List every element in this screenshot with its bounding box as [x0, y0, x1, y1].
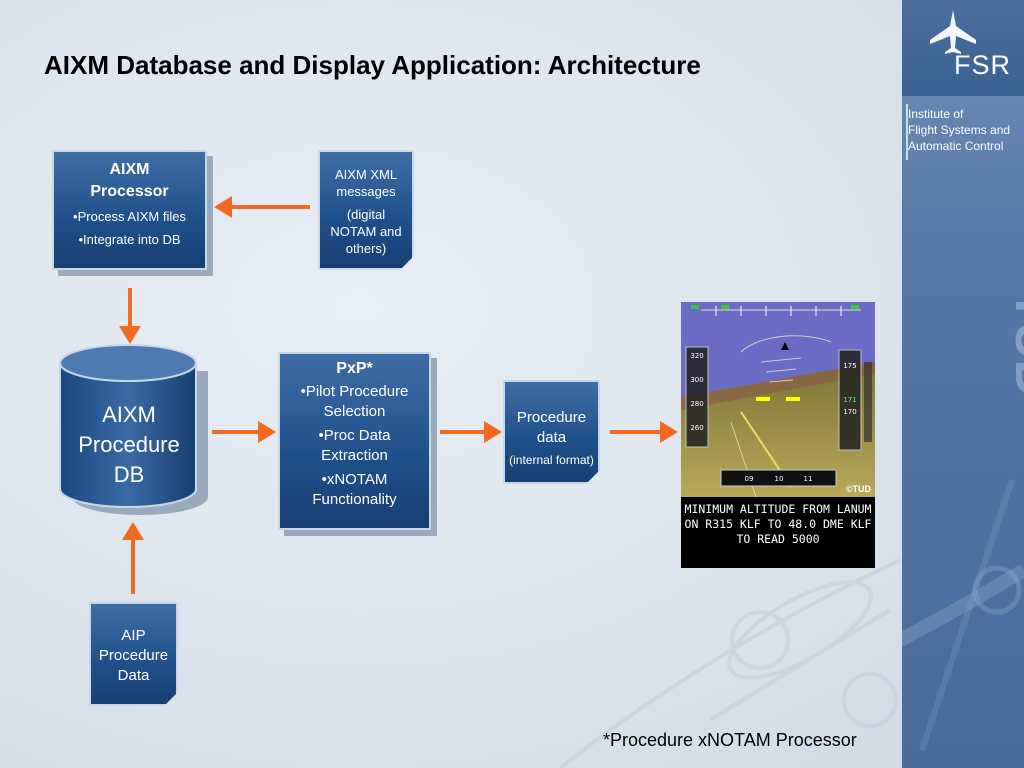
procedure-data-label: Procedure data: [516, 409, 587, 446]
airplane-watermark-icon: [902, 479, 1024, 751]
heading-tick: 11: [804, 475, 813, 483]
heading-tick: 09: [745, 475, 754, 483]
alt-tick: 171: [843, 396, 856, 404]
primary-flight-display: 320 300 280 260 175 171 170 09 10 11 ©TU…: [681, 302, 875, 497]
xml-messages-label: AIXM XML messages: [334, 167, 398, 199]
procedure-data-note: Procedure data (internal format): [503, 380, 600, 484]
procedure-db-cylinder: [59, 344, 208, 515]
page-fold: [164, 692, 178, 706]
airplane-logo-icon: [930, 10, 976, 54]
aixm-processor-title: AIXM Processor: [90, 161, 169, 200]
logo-divider: [906, 104, 908, 160]
procedure-db-label: AIXM Procedure DB: [78, 402, 180, 487]
tud-watermark: TUD: [966, 290, 1024, 420]
arrow-db-to-pxp: [212, 421, 276, 443]
heading-tick: 10: [775, 475, 784, 483]
pxp-bullet: •Proc Data Extraction: [318, 427, 391, 464]
background-airplane-icon: [560, 558, 900, 768]
arrow-pxp-to-procedure-data: [440, 421, 502, 443]
pxp-title: PxP*: [336, 360, 373, 377]
institute-line: Institute of: [908, 107, 964, 121]
branding-panel: FSR Institute of Flight Systems and Auto…: [902, 0, 1024, 768]
institute-line: Flight Systems and: [908, 123, 1011, 137]
pxp-bullet: •xNOTAM Functionality: [312, 471, 397, 508]
aixm-processor-bullet: •Process AIXM files: [73, 209, 186, 224]
slide-title: AIXM Database and Display Application: A…: [44, 50, 701, 80]
arrow-procedure-data-to-display: [610, 421, 678, 443]
tud-watermark-text: TUD: [1004, 290, 1024, 397]
institute-line: Automatic Control: [908, 139, 1004, 153]
alt-tick: 175: [843, 362, 856, 370]
alt-tick: 170: [843, 408, 856, 416]
footnote: *Procedure xNOTAM Processor: [603, 730, 857, 750]
pxp-box: PxP* •Pilot Procedure Selection •Proc Da…: [278, 352, 431, 530]
logo-text: FSR: [954, 50, 1011, 80]
xml-messages-sub: (digital NOTAM and others): [330, 207, 402, 256]
display-caption: MINIMUM ALTITUDE FROM LANUM ON R315 KLF …: [681, 497, 875, 568]
arrow-aip-to-db: [122, 522, 144, 594]
xml-messages-note: AIXM XML messages (digital NOTAM and oth…: [318, 150, 414, 270]
arrow-xml-to-processor: [214, 196, 310, 218]
aixm-processor-box: AIXM Processor •Process AIXM files •Inte…: [52, 150, 207, 270]
institute-name: Institute of Flight Systems and Automati…: [908, 106, 1024, 154]
pfd-graphic: 320 300 280 260 175 171 170 09 10 11: [681, 302, 875, 497]
aip-procedure-label: AIP Procedure Data: [98, 627, 169, 684]
aixm-processor-bullet: •Integrate into DB: [78, 232, 181, 247]
speed-tick: 300: [690, 376, 703, 384]
speed-tick: 260: [690, 424, 703, 432]
page-fold: [400, 256, 414, 270]
procedure-data-sub: (internal format): [509, 453, 594, 467]
pxp-bullet: •Pilot Procedure Selection: [300, 383, 409, 420]
speed-tick: 320: [690, 352, 703, 360]
arrow-processor-to-db: [119, 288, 141, 344]
speed-tick: 280: [690, 400, 703, 408]
display-copyright: ©TUD: [845, 484, 871, 494]
fsr-logo: FSR: [902, 0, 1024, 96]
aip-procedure-note: AIP Procedure Data: [89, 602, 178, 706]
